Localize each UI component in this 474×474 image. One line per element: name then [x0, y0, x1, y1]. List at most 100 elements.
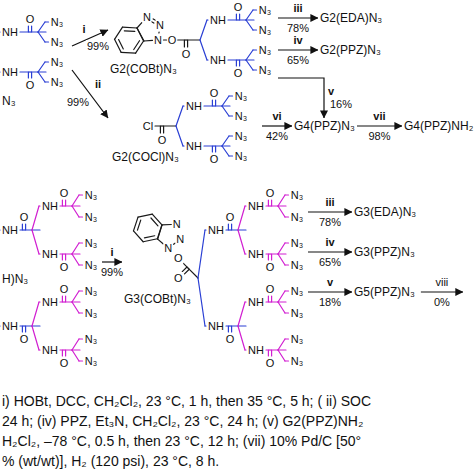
- bond-line: [207, 19, 208, 20]
- bond-line: [270, 253, 278, 254]
- atom-label: O: [233, 67, 243, 79]
- bond-line: [278, 254, 285, 265]
- atom-label: NH: [208, 224, 225, 236]
- bond-line: [245, 205, 246, 206]
- bond-line: [64, 301, 72, 302]
- bond-line: [137, 28, 144, 41]
- atom-label: NH: [2, 26, 19, 38]
- atom-label: N₃: [290, 285, 303, 297]
- caption-line: i) HOBt, DCC, CH₂Cl₂, 23 °C, 1 h, then 3…: [2, 392, 371, 410]
- bond-line: [79, 360, 83, 361]
- bond-line: [285, 312, 289, 313]
- bond-line: [39, 253, 40, 254]
- bond-line: [253, 49, 257, 50]
- bond-line: [72, 302, 79, 313]
- bond-line: [45, 81, 49, 82]
- atom-label: NH: [42, 344, 59, 356]
- bond-line: [72, 205, 80, 206]
- atom-label: N: [176, 233, 185, 245]
- bond-line: [38, 32, 45, 42]
- bond-line: [176, 106, 183, 126]
- bond-line: [65, 200, 66, 206]
- bond-line: [246, 19, 254, 20]
- bond-line: [32, 302, 39, 326]
- bond-line: [278, 291, 285, 302]
- bond-line: [187, 40, 188, 47]
- bond-line: [72, 349, 80, 350]
- yield-label: 99%: [66, 96, 90, 108]
- bond-line: [62, 254, 63, 260]
- bond-line: [285, 290, 289, 291]
- bond-line: [278, 205, 286, 206]
- bond-line: [268, 200, 269, 206]
- bond-line: [151, 218, 158, 226]
- atom-label: O: [59, 357, 69, 369]
- bond-line: [62, 200, 63, 206]
- bond-line: [245, 301, 246, 302]
- atom-label: O: [25, 13, 35, 25]
- bond-line: [162, 224, 171, 226]
- atom-label: NH: [248, 344, 265, 356]
- atom-label: N₃: [258, 64, 271, 76]
- bond-line: [198, 230, 205, 278]
- bond-line: [278, 253, 286, 254]
- bond-line: [119, 40, 124, 49]
- bond-line: [38, 31, 46, 32]
- bond-line: [278, 302, 285, 313]
- yield-label: 98%: [367, 130, 391, 142]
- atom-label: N: [164, 242, 173, 254]
- reagent-step: viii: [434, 276, 449, 288]
- bond-line: [253, 69, 257, 70]
- atom-label: N₃: [84, 307, 97, 319]
- bond-line: [72, 301, 80, 302]
- atom-label: N₃: [50, 76, 63, 88]
- bond-line: [268, 350, 269, 356]
- bond-line: [238, 19, 246, 20]
- bond-line: [72, 243, 79, 254]
- bond-line: [229, 135, 233, 136]
- bond-line: [25, 224, 26, 230]
- atom-label: O: [19, 211, 29, 223]
- compound-label: G2(PPZ)N₃: [318, 42, 383, 58]
- bond-line: [38, 22, 45, 32]
- bond-line: [271, 350, 272, 356]
- bond-line: [115, 27, 123, 39]
- reagent-step: i: [81, 23, 86, 35]
- bond-line: [32, 326, 39, 350]
- yield-label: 65%: [286, 54, 310, 66]
- bond-line: [245, 253, 246, 254]
- bond-line: [25, 326, 26, 332]
- bond-line: [72, 195, 79, 206]
- caption-line: % (wt/wt)], H₂ (120 psi), 23 °C, 8 h.: [2, 452, 219, 470]
- reaction-arrow: [278, 49, 318, 50]
- bond-line: [230, 229, 238, 230]
- atom-label: NH: [2, 224, 19, 236]
- atom-label: N₃: [50, 56, 63, 68]
- yield-label: 18%: [318, 296, 342, 308]
- bond-line: [144, 236, 154, 238]
- caption-line: 24 h; (iv) PPZ, Et₃N, CH₂Cl₂, 23 °C, 24 …: [2, 412, 363, 430]
- bond-line: [64, 205, 72, 206]
- reagent-step: iii: [324, 196, 335, 208]
- atom-label: NH: [208, 320, 225, 332]
- bond-line: [45, 61, 49, 62]
- bond-line: [207, 59, 208, 60]
- bond-line: [79, 312, 83, 313]
- compound-name: G2(PPZ)N₃: [320, 43, 381, 57]
- bond-line: [79, 264, 83, 265]
- atom-label: O: [59, 261, 69, 273]
- atom-label: O: [19, 333, 29, 345]
- bond-line: [28, 26, 29, 32]
- bond-line: [65, 254, 66, 260]
- atom-label: N: [154, 34, 163, 46]
- bond-line: [31, 26, 32, 32]
- bond-line: [45, 21, 49, 22]
- atom-label: NH: [186, 140, 203, 152]
- bond-line: [72, 339, 79, 350]
- yield-label: 78%: [286, 22, 310, 34]
- bond-line: [24, 229, 32, 230]
- atom-label: N: [156, 19, 165, 31]
- compound-label: G2(EDA)N₃: [318, 10, 384, 26]
- atom-label: N₃: [290, 307, 303, 319]
